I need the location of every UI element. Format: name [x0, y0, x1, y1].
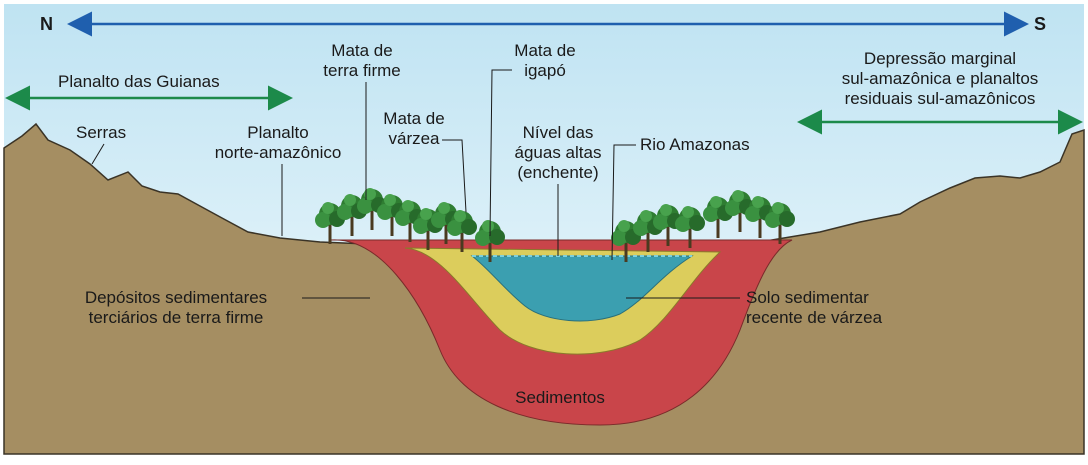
mata-varzea-label-line2: várzea [388, 129, 440, 148]
serras-label: Serras [76, 123, 126, 142]
sedimentos-label: Sedimentos [515, 388, 605, 407]
solo-sedimentar-label-line1: Solo sedimentar [746, 288, 869, 307]
mata-terra-firme-label-line2: terra firme [323, 61, 400, 80]
depressao-label-line1: Depressão marginal [864, 49, 1016, 68]
depositos-label-line1: Depósitos sedimentares [85, 288, 267, 307]
depressao-label-line3: residuais sul-amazônicos [845, 89, 1036, 108]
planalto-guianas-label: Planalto das Guianas [58, 72, 220, 91]
rio-amazonas-leader [611, 144, 636, 261]
serras-leader [91, 143, 105, 165]
mata-igapo-label-line2: igapó [524, 61, 566, 80]
solo-sedimentar-label-line2: recente de várzea [746, 308, 883, 327]
depressao-label-line2: sul-amazônica e planaltos [842, 69, 1039, 88]
nivel-aguas-label-line1: Nível das [523, 123, 594, 142]
depositos-label-line2: terciários de terra firme [89, 308, 264, 327]
planalto-norte-label-line1: Planalto [247, 123, 308, 142]
mata-varzea-leader [442, 139, 467, 213]
nivel-aguas-label-line3: (enchente) [517, 163, 598, 182]
mata-varzea-label-line1: Mata de [383, 109, 444, 128]
south-label: S [1034, 14, 1046, 34]
mata-terra-firme-label-line1: Mata de [331, 41, 392, 60]
mata-igapo-leader [489, 69, 512, 237]
amazon-river-water [470, 255, 694, 322]
planalto-norte-label-line2: norte-amazônico [215, 143, 342, 162]
nivel-aguas-label-line2: águas altas [515, 143, 602, 162]
mata-igapo-label-line1: Mata de [514, 41, 575, 60]
north-label: N [40, 14, 53, 34]
rio-amazonas-label: Rio Amazonas [640, 135, 750, 154]
